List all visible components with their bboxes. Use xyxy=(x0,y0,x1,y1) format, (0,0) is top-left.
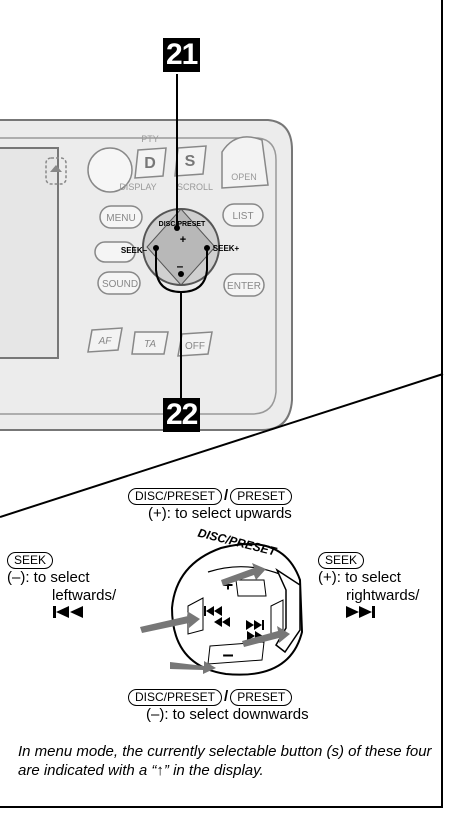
af-key: AF xyxy=(98,336,113,347)
eject-icon xyxy=(45,157,67,185)
seek-plus-label: SEEK+ xyxy=(213,244,240,253)
left-line2: leftwards/ xyxy=(52,587,117,604)
list-key: LIST xyxy=(232,211,253,222)
page-frame xyxy=(0,0,443,808)
ta-key: TA xyxy=(144,339,156,350)
s-key-label: S xyxy=(185,153,196,170)
label-right: SEEK (+): to select rightwards/ xyxy=(318,551,419,624)
callout-21: 21 xyxy=(163,38,201,72)
up-description: (+): to select upwards xyxy=(148,505,292,522)
volume-knob xyxy=(87,147,133,193)
disc-preset-pill-bottom: DISC/PRESET xyxy=(128,689,223,706)
down-description: (–): to select downwards xyxy=(146,706,309,723)
off-key: OFF xyxy=(185,341,205,352)
note-text-after: ” in the display. xyxy=(163,762,264,779)
arrow-down xyxy=(170,661,216,674)
up-arrow-icon: ↑ xyxy=(156,762,164,779)
label-down: DISC/PRESET/PRESET (–): to select downwa… xyxy=(128,688,309,724)
left-line1: (–): to select xyxy=(7,569,90,586)
right-line2: rightwards/ xyxy=(346,587,420,604)
seek-minus-label: SEEK– xyxy=(121,246,148,255)
preset-pill-bottom: PRESET xyxy=(230,689,293,706)
arrow-left xyxy=(140,611,200,633)
display-label: DISPLAY xyxy=(119,182,156,192)
preset-pill: PRESET xyxy=(230,488,293,505)
dial-minus-label: – xyxy=(222,644,233,666)
seek-pill-right: SEEK xyxy=(318,552,365,569)
disc-preset-pill: DISC/PRESET xyxy=(128,488,223,505)
sound-key: SOUND xyxy=(102,279,138,290)
separator-bottom: / xyxy=(224,688,229,705)
open-label: OPEN xyxy=(231,172,257,182)
separator: / xyxy=(224,487,229,504)
pad-plus-label: + xyxy=(180,234,186,246)
callout-22: 22 xyxy=(163,398,201,432)
prev-track-icon xyxy=(53,606,83,618)
dial-plus-label: + xyxy=(223,575,234,595)
scroll-label: SCROLL xyxy=(177,182,213,192)
pad-minus-label: – xyxy=(177,259,184,273)
dial-prev-glyph xyxy=(204,606,230,627)
right-line1: (+): to select xyxy=(318,569,401,586)
menu-key: MENU xyxy=(106,213,135,224)
label-up: DISC/PRESET/PRESET (+): to select upward… xyxy=(128,487,293,523)
enter-key: ENTER xyxy=(227,281,261,292)
menu-mode-note: In menu mode, the currently selectable b… xyxy=(18,742,443,780)
d-key-label: D xyxy=(144,155,156,172)
seek-pill-left: SEEK xyxy=(7,552,54,569)
label-left: SEEK (–): to select leftwards/ xyxy=(7,551,116,624)
pad-disc-preset-label: DISC/PRESET xyxy=(159,221,206,228)
dial-outline xyxy=(170,543,304,676)
pty-label: PTY xyxy=(141,134,159,144)
arrow-right xyxy=(242,626,290,647)
arrow-up xyxy=(221,563,266,586)
note-text-before: In menu mode, the currently selectable b… xyxy=(18,743,432,779)
next-track-icon xyxy=(346,606,375,618)
